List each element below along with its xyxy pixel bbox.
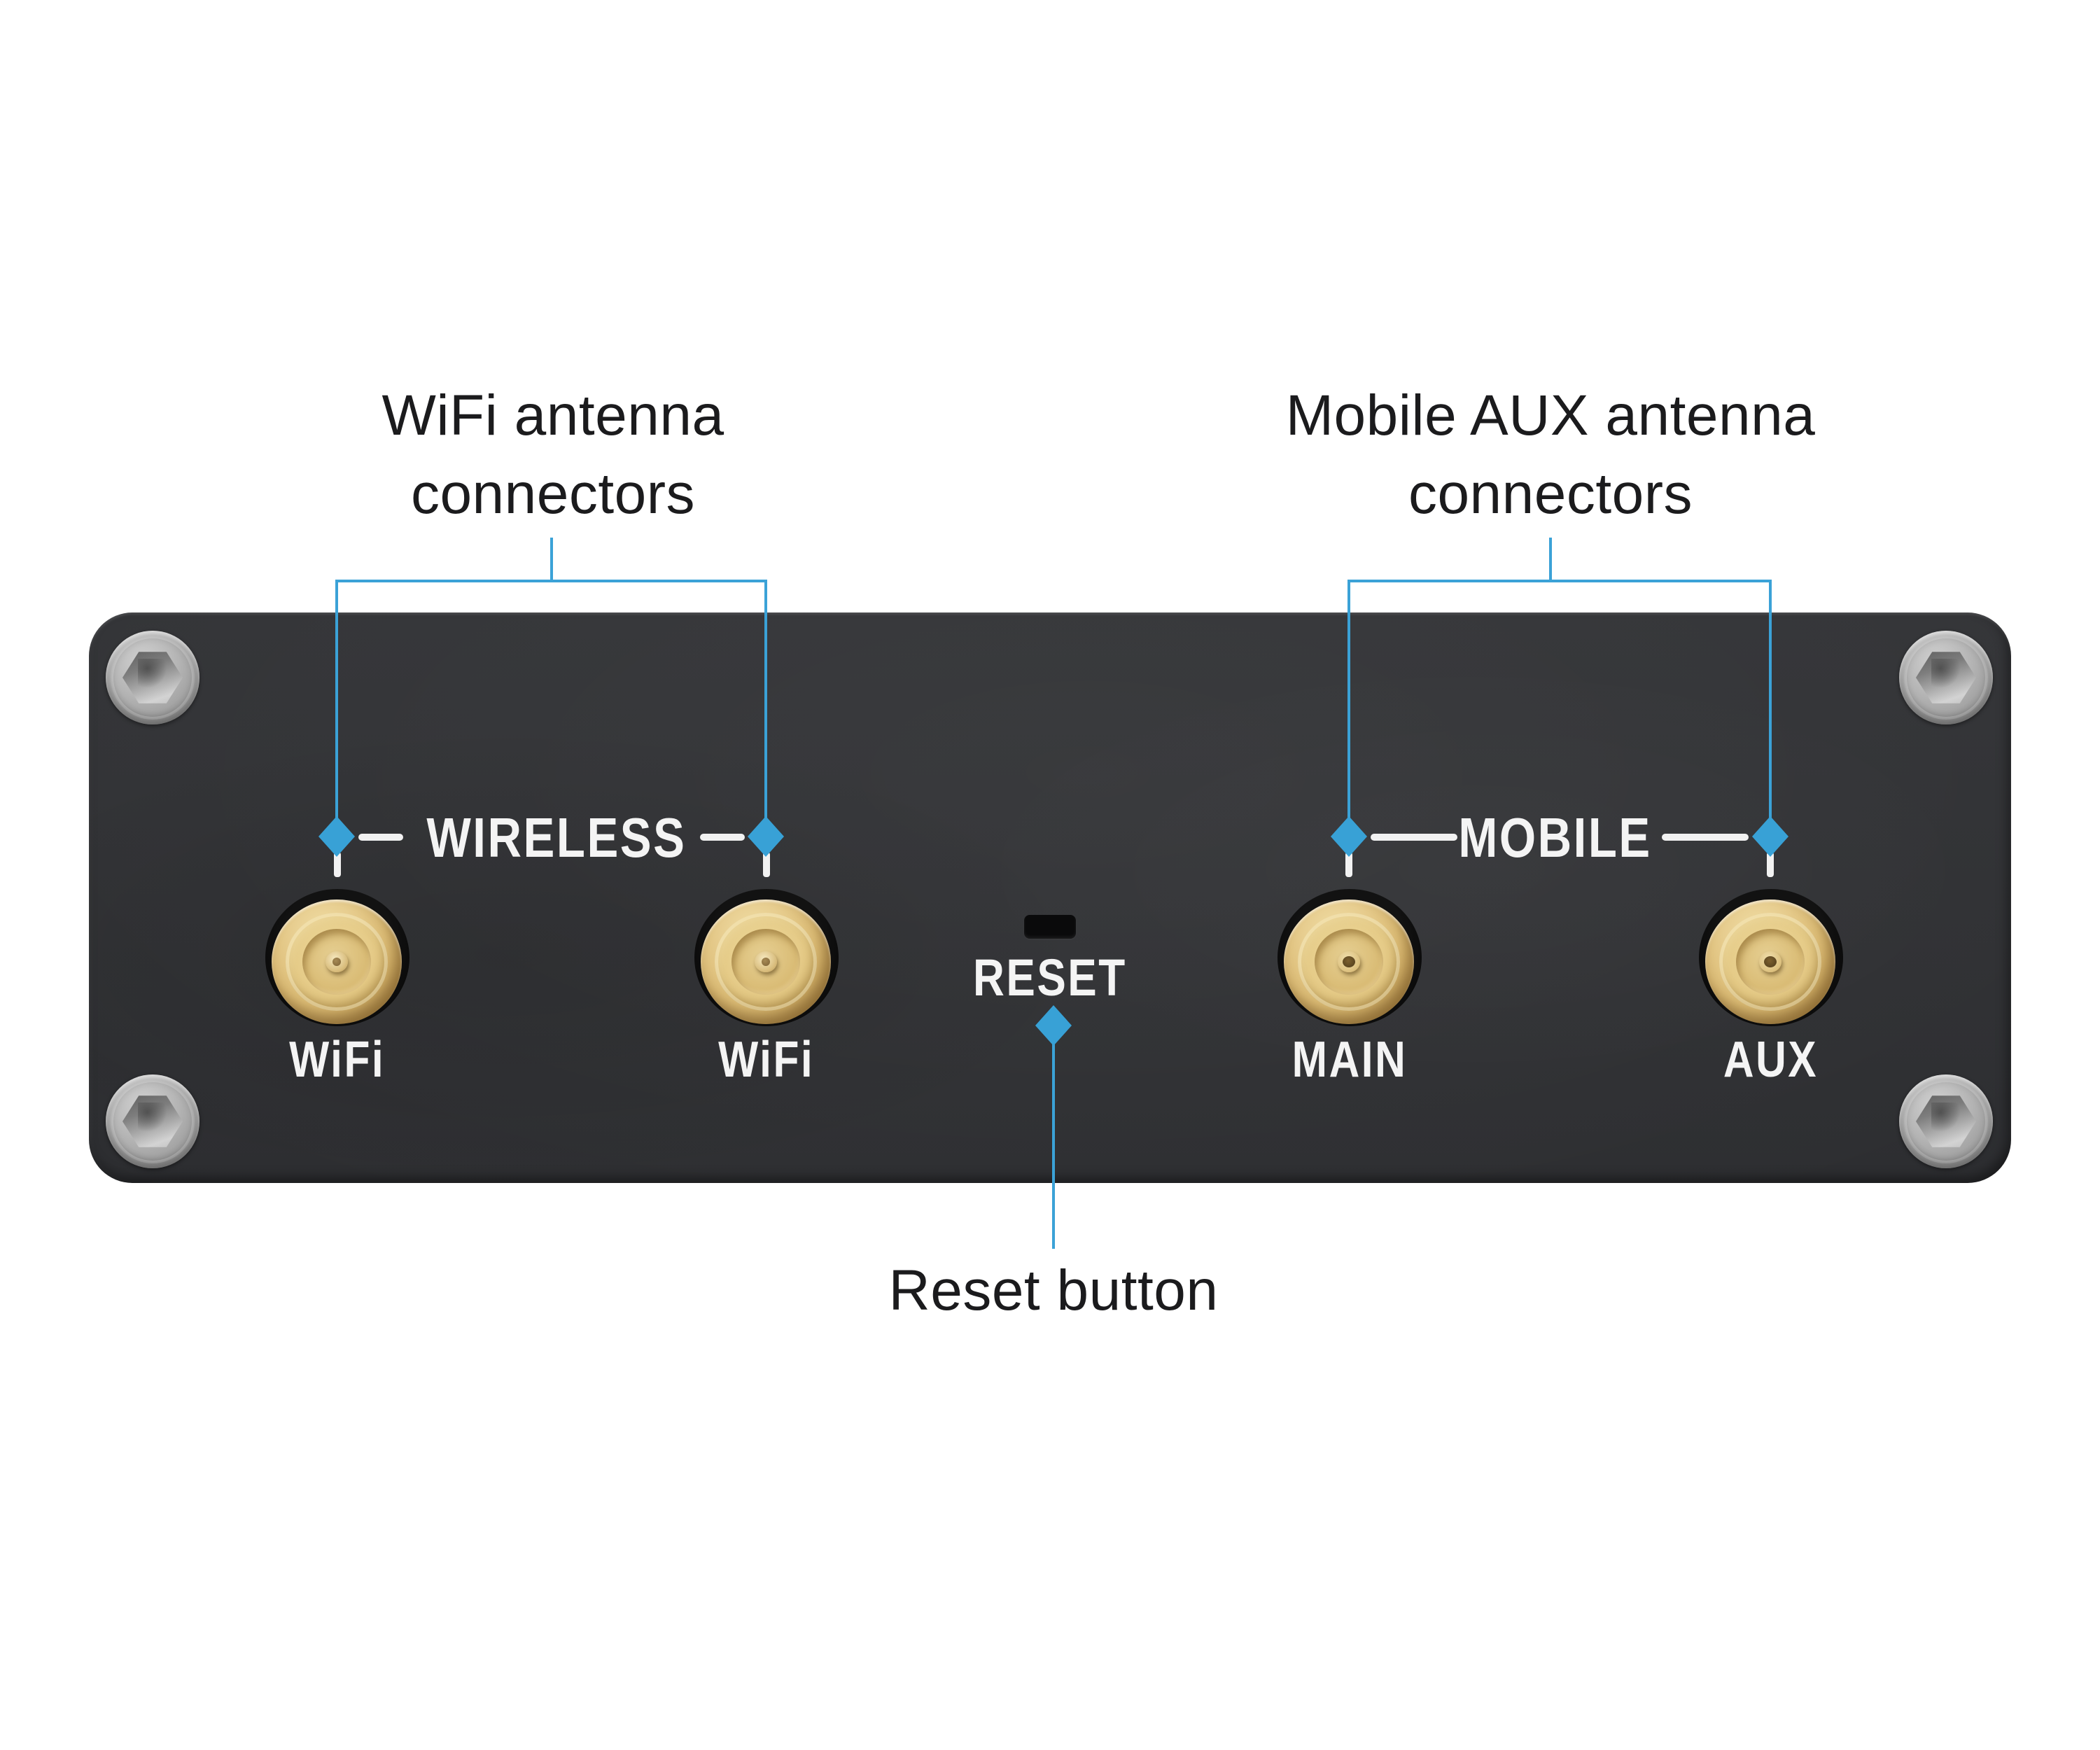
corner-screw-top-left-icon xyxy=(106,631,200,724)
mobile-callout-line1: Mobile AUX antenna xyxy=(1285,384,1816,447)
corner-screw-bottom-right-icon xyxy=(1899,1074,1993,1168)
wifi-callout-line2: connectors xyxy=(410,462,696,526)
print-pointer-tick xyxy=(1767,852,1774,877)
corner-screw-top-right-icon xyxy=(1899,631,1993,724)
wifi-callout-drop-line-left xyxy=(335,581,338,820)
mobile-main-antenna-connector xyxy=(1278,889,1422,1026)
hex-socket-icon xyxy=(1916,1096,1976,1147)
router-back-panel: WIRELESS MOBILE RESET xyxy=(89,612,2011,1183)
port-label-main: MAIN xyxy=(1292,1032,1408,1088)
connector-gold-nut xyxy=(701,899,831,1024)
mobile-callout-stem-line xyxy=(1549,538,1552,581)
port-label-wifi-2: WiFi xyxy=(718,1032,815,1088)
connector-well xyxy=(732,929,800,995)
connector-gold-nut xyxy=(272,899,402,1024)
wifi-callout-drop-line-right xyxy=(764,581,767,820)
connector-well xyxy=(1736,929,1805,995)
print-dash xyxy=(700,834,745,841)
corner-screw-bottom-left-icon xyxy=(106,1074,200,1168)
connector-center-pin xyxy=(755,951,777,972)
connector-well xyxy=(302,929,371,995)
mobile-aux-antenna-callout-label: Mobile AUX antenna connectors xyxy=(1236,377,1865,533)
wifi-antenna-connector-1 xyxy=(265,889,410,1026)
reset-button-callout-label: Reset button xyxy=(888,1259,1219,1322)
wireless-group-label: WIRELESS xyxy=(426,806,687,869)
connector-face xyxy=(1298,913,1400,1011)
mobile-callout-drop-line-left xyxy=(1348,581,1350,820)
hex-socket-icon xyxy=(122,652,183,704)
wifi-antenna-connector-2 xyxy=(694,889,839,1026)
print-dash xyxy=(1662,834,1749,841)
connector-center-pin xyxy=(326,951,348,972)
wifi-callout-stem-line xyxy=(550,538,553,581)
mobile-aux-antenna-connector xyxy=(1699,889,1843,1026)
connector-face xyxy=(286,913,388,1011)
wifi-callout-horizontal-line xyxy=(335,580,767,582)
reset-print-label: RESET xyxy=(973,948,1127,1007)
hex-socket-icon xyxy=(1916,652,1976,704)
wifi-callout-line1: WiFi antenna xyxy=(382,384,724,447)
reset-callout-line xyxy=(1052,1040,1055,1249)
mobile-callout-horizontal-line xyxy=(1348,580,1772,582)
port-label-wifi-1: WiFi xyxy=(289,1032,386,1088)
connector-center-socket xyxy=(1759,951,1782,972)
print-pointer-tick xyxy=(334,852,341,877)
hex-socket-icon xyxy=(122,1096,183,1147)
wifi-antenna-callout-label: WiFi antenna connectors xyxy=(308,377,798,533)
print-pointer-tick xyxy=(1345,852,1352,877)
mobile-group-label: MOBILE xyxy=(1458,806,1653,869)
print-dash xyxy=(1371,834,1457,841)
print-dash xyxy=(358,834,403,841)
connector-face xyxy=(1719,913,1821,1011)
print-pointer-tick xyxy=(763,852,770,877)
connector-center-socket xyxy=(1338,951,1360,972)
mobile-callout-drop-line-right xyxy=(1769,581,1772,820)
connector-gold-nut xyxy=(1284,899,1414,1024)
connector-gold-nut xyxy=(1705,899,1835,1024)
connector-face xyxy=(715,913,817,1011)
port-label-aux: AUX xyxy=(1723,1032,1819,1088)
connector-well xyxy=(1315,929,1383,995)
reset-button-hole xyxy=(1024,915,1076,939)
mobile-callout-line2: connectors xyxy=(1408,462,1693,526)
